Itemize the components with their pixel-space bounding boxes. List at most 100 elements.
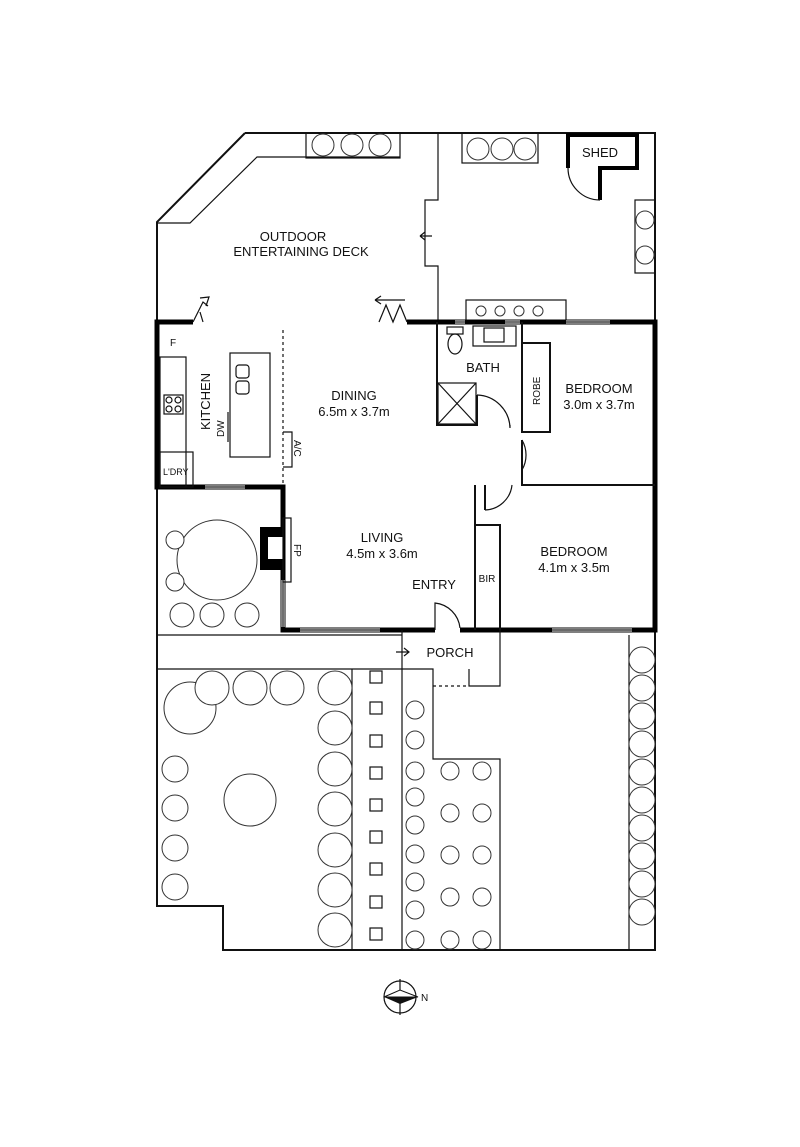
bir-label: BIR	[479, 574, 496, 585]
plant-icon	[472, 803, 492, 823]
plant-icon	[628, 730, 656, 758]
shower	[437, 382, 477, 425]
plant-icon	[628, 758, 656, 786]
fireplace-label: FP	[291, 544, 302, 557]
plant-icon	[628, 674, 656, 702]
bedroom1-label: BEDROOM	[565, 381, 632, 396]
plant-icon	[317, 670, 353, 706]
shed-label: SHED	[582, 145, 618, 160]
plant-icon	[269, 670, 305, 706]
plant-icon	[490, 137, 514, 161]
stepping-stone	[369, 895, 383, 909]
plant-icon	[466, 137, 490, 161]
plant-icon	[405, 844, 425, 864]
plant-icon	[368, 133, 392, 157]
plant-icon	[472, 761, 492, 781]
plant-icon	[440, 930, 460, 950]
plant-icon	[405, 872, 425, 892]
plant-icon	[494, 305, 506, 317]
entry-label: ENTRY	[412, 577, 456, 592]
plant-icon	[513, 305, 525, 317]
dining-label: DINING	[331, 388, 377, 403]
stepping-stone	[369, 734, 383, 748]
bath-fittings	[437, 325, 517, 425]
plant-icon	[440, 887, 460, 907]
plant-icon	[405, 730, 425, 750]
plant-icon	[165, 530, 185, 550]
deck-label-2: ENTERTAINING DECK	[233, 244, 369, 259]
plant-icon	[194, 670, 230, 706]
plant-icon	[161, 794, 189, 822]
plant-icon	[223, 773, 277, 827]
plant-icon	[440, 803, 460, 823]
plant-icon	[161, 834, 189, 862]
plant-icon	[440, 845, 460, 865]
doors[interactable]	[192, 231, 527, 630]
toilet-icon	[447, 333, 463, 355]
cooktop-icon	[163, 394, 184, 415]
plant-icon	[628, 898, 656, 926]
bedroom2-size: 4.1m x 3.5m	[538, 560, 610, 575]
dining-size: 6.5m x 3.7m	[318, 404, 390, 419]
plant-icon	[405, 700, 425, 720]
plant-icon	[628, 702, 656, 730]
room-labels: OUTDOOR ENTERTAINING DECK F KITCHEN DW L…	[163, 229, 635, 660]
plant-icon	[628, 842, 656, 870]
plant-icon	[405, 815, 425, 835]
laundry-label: L'DRY	[163, 467, 189, 477]
plant-icon	[169, 602, 195, 628]
plant-icon	[317, 751, 353, 787]
plant-icon	[513, 137, 537, 161]
robe	[521, 342, 551, 433]
plant-icon	[311, 133, 335, 157]
plant-icon	[628, 786, 656, 814]
plant-icon	[161, 873, 189, 901]
plant-icon	[475, 305, 487, 317]
plant-icon	[405, 761, 425, 781]
plant-icon	[635, 210, 655, 230]
plant-icon	[161, 755, 189, 783]
plant-icon	[317, 912, 353, 948]
plant-icon	[317, 791, 353, 827]
shed: SHED	[566, 133, 639, 201]
stepping-stone	[369, 670, 383, 684]
bath-label: BATH	[466, 360, 500, 375]
plant-icon	[628, 814, 656, 842]
house-walls	[154, 319, 658, 633]
plant-icon	[234, 602, 260, 628]
vanity	[472, 325, 517, 347]
plant-icon	[472, 845, 492, 865]
deck-label-1: OUTDOOR	[260, 229, 326, 244]
plant-icon	[628, 870, 656, 898]
plant-icon	[340, 133, 364, 157]
robe-label: ROBE	[532, 376, 543, 405]
aircon-label: A/C	[291, 440, 302, 457]
plant-icon	[199, 602, 225, 628]
bedroom1-size: 3.0m x 3.7m	[563, 397, 635, 412]
laundry	[159, 451, 194, 488]
plant-icon	[317, 872, 353, 908]
shed-door[interactable]	[567, 167, 601, 201]
compass-icon: N	[383, 979, 428, 1015]
kitchen-island	[229, 352, 271, 458]
north-label: N	[421, 993, 428, 1004]
plant-icon	[472, 930, 492, 950]
plant-icon	[440, 761, 460, 781]
living-size: 4.5m x 3.6m	[346, 546, 418, 561]
kitchen-fittings	[159, 330, 293, 488]
plant-icon	[635, 245, 655, 265]
plant-icon	[176, 519, 258, 601]
dishwasher-label: DW	[216, 420, 227, 437]
fridge-label: F	[170, 338, 176, 349]
plant-icon	[472, 887, 492, 907]
plant-icon	[165, 572, 185, 592]
plant-icon	[405, 930, 425, 950]
plant-icon	[532, 305, 544, 317]
stepping-stone	[369, 862, 383, 876]
garden-plants	[161, 133, 656, 950]
plant-icon	[232, 670, 268, 706]
plant-icon	[405, 900, 425, 920]
porch-label: PORCH	[427, 645, 474, 660]
stepping-stone	[369, 798, 383, 812]
